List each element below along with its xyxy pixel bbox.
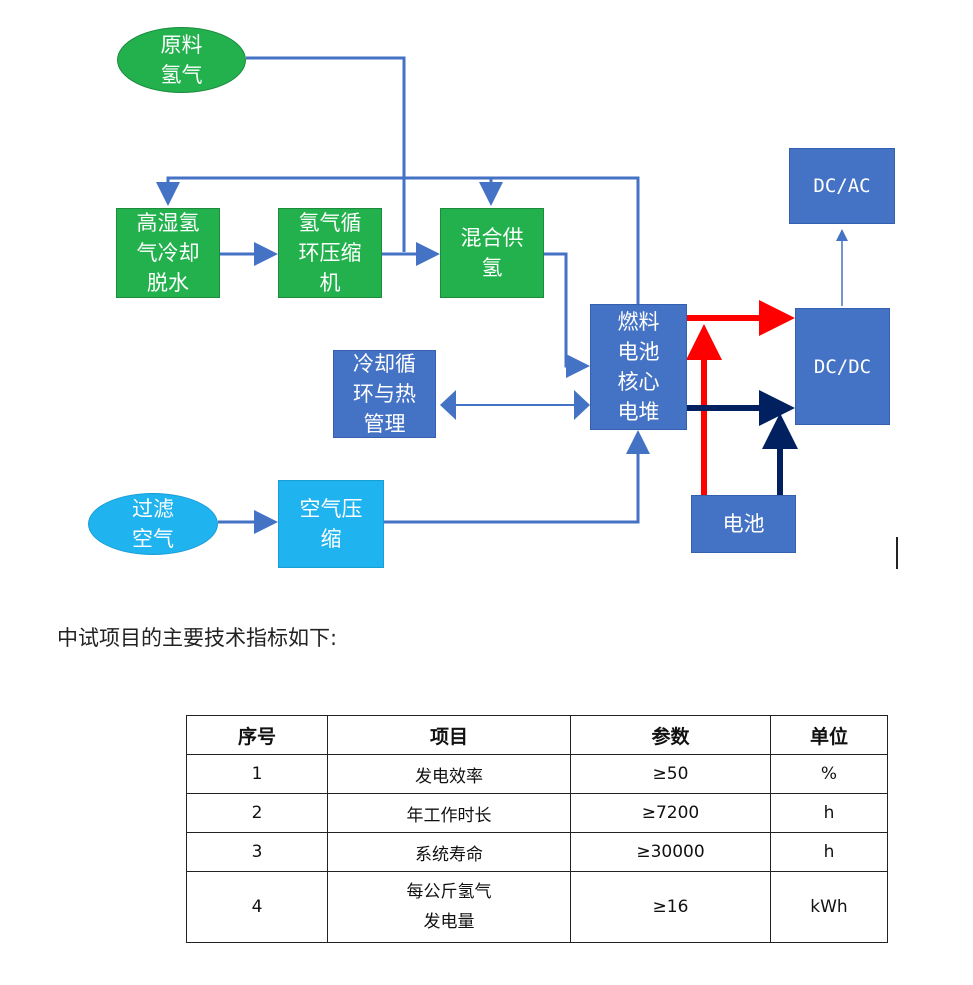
cell-item: 年工作时长: [327, 793, 571, 833]
text-cursor: [896, 537, 898, 569]
filtered-air-node: 过滤 空气: [88, 493, 218, 555]
cell-no: 1: [186, 754, 328, 794]
cell-unit: %: [770, 754, 888, 794]
header-no: 序号: [186, 715, 328, 755]
intro-text: 中试项目的主要技术指标如下:: [57, 626, 338, 650]
cooling-thermal-management-node: 冷却循 环与热 管理: [333, 350, 436, 438]
mixed-hydrogen-supply-node: 混合供 氢: [440, 208, 544, 298]
cell-unit: h: [770, 793, 888, 833]
cell-param: ≥16: [570, 871, 771, 943]
battery-node: 电池: [691, 495, 796, 553]
technical-indicators-table: 序号 项目 参数 单位 1 发电效率 ≥50 % 2 年工作时长 ≥7200 h…: [186, 715, 888, 943]
dc-ac-node: DC/AC: [789, 148, 895, 224]
table-header-row: 序号 项目 参数 单位: [186, 715, 888, 755]
header-param: 参数: [570, 715, 771, 755]
table-row: 3 系统寿命 ≥30000 h: [186, 832, 888, 872]
table-row: 2 年工作时长 ≥7200 h: [186, 793, 888, 833]
raw-hydrogen-node: 原料 氢气: [117, 27, 246, 93]
cell-param: ≥30000: [570, 832, 771, 872]
cell-no: 4: [186, 871, 328, 943]
cell-item: 每公斤氢气 发电量: [327, 871, 571, 943]
line-thermal-exchange: [440, 390, 590, 420]
line-mix-to-stack: [544, 252, 590, 378]
positive-bus: [676, 300, 795, 505]
negative-bus: [676, 390, 798, 505]
cell-unit: kWh: [770, 871, 888, 943]
fuel-cell-stack-node: 燃料 电池 核心 电堆: [590, 304, 687, 430]
humid-hydrogen-cooling-node: 高湿氢 气冷却 脱水: [116, 208, 220, 298]
header-unit: 单位: [770, 715, 888, 755]
line-stack-recirc: [156, 176, 640, 304]
air-compressor-node: 空气压 缩: [278, 480, 384, 568]
hydrogen-recirculation-compressor-node: 氢气循 环压缩 机: [278, 208, 382, 298]
line-aircomp-to-stack: [384, 430, 650, 524]
cell-param: ≥50: [570, 754, 771, 794]
cell-item: 系统寿命: [327, 832, 571, 872]
cell-unit: h: [770, 832, 888, 872]
dc-dc-node: DC/DC: [795, 308, 890, 425]
header-item: 项目: [327, 715, 571, 755]
cell-no: 3: [186, 832, 328, 872]
line-raw-hydrogen: [246, 56, 406, 252]
cell-item: 发电效率: [327, 754, 571, 794]
table-row: 4 每公斤氢气 发电量 ≥16 kWh: [186, 871, 888, 943]
cell-param: ≥7200: [570, 793, 771, 833]
flow-connectors: [156, 56, 848, 534]
cell-no: 2: [186, 793, 328, 833]
table-row: 1 发电效率 ≥50 %: [186, 754, 888, 794]
